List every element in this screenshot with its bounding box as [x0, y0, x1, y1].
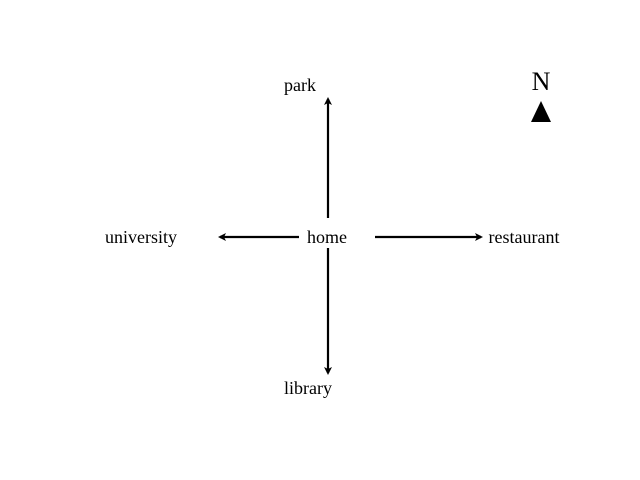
node-restaurant: restaurant: [489, 227, 560, 247]
compass: N: [531, 67, 551, 122]
node-park: park: [284, 75, 316, 95]
node-university: university: [105, 227, 177, 247]
node-library: library: [284, 378, 332, 398]
node-home: home: [307, 227, 347, 247]
north-arrow-icon: [531, 101, 551, 122]
compass-label: N: [532, 67, 551, 96]
